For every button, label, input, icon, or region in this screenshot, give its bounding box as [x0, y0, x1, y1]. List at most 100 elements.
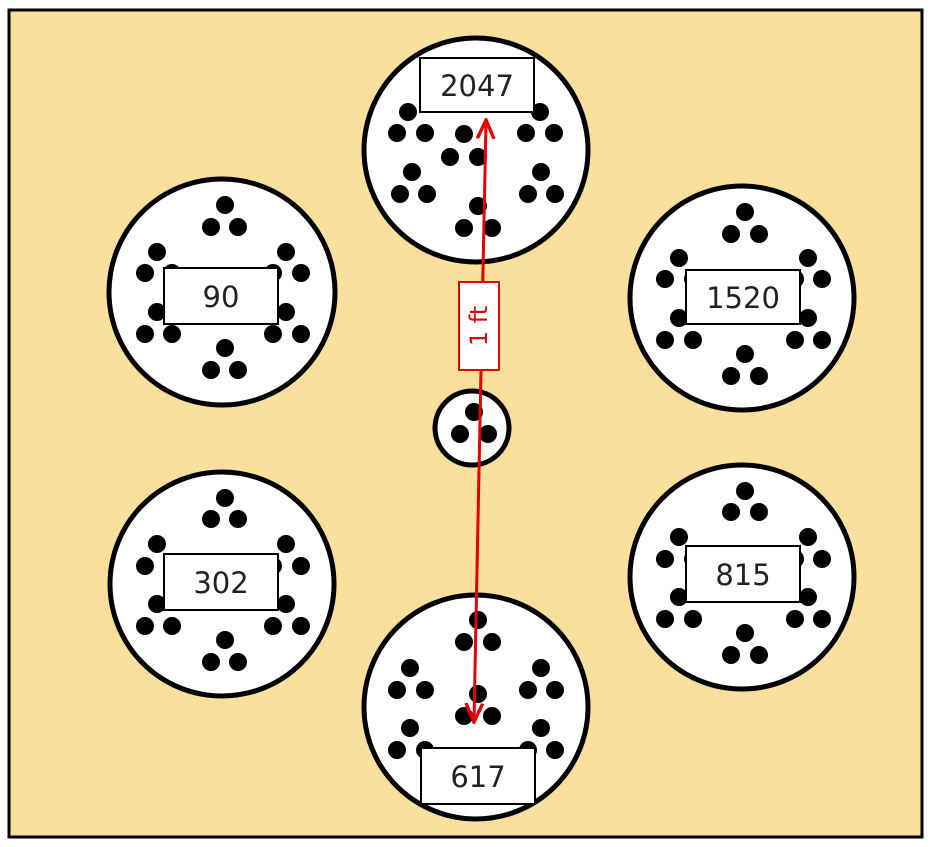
colony-dot	[202, 361, 220, 379]
colony-dots	[136, 196, 310, 379]
colony-dot	[136, 617, 154, 635]
colony-dot	[670, 249, 688, 267]
colony-dot	[531, 103, 549, 121]
colony-dot	[391, 185, 409, 203]
colony-dot	[148, 535, 166, 553]
colony-dot	[216, 196, 234, 214]
measurement-label: 1 ft	[465, 306, 493, 346]
colony-dot	[136, 557, 154, 575]
plate-top: 2047	[361, 35, 591, 265]
colony-dot	[656, 270, 674, 288]
colony-dot	[799, 249, 817, 267]
colony-dot	[813, 550, 831, 568]
plate-center	[432, 388, 512, 468]
colony-dot	[684, 331, 702, 349]
colony-dot	[418, 185, 436, 203]
colony-dot	[483, 219, 501, 237]
colony-dot	[451, 425, 469, 443]
colony-dot	[401, 659, 419, 677]
colony-dot	[455, 219, 473, 237]
colony-dot	[656, 331, 674, 349]
colony-dot	[656, 610, 674, 628]
colony-dot	[441, 148, 459, 166]
colony-dot	[229, 218, 247, 236]
colony-dot	[750, 225, 768, 243]
colony-dot	[202, 653, 220, 671]
colony-dot	[519, 185, 537, 203]
colony-dot	[202, 510, 220, 528]
colony-dot	[532, 719, 550, 737]
colony-dot	[799, 528, 817, 546]
colony-dot	[401, 719, 419, 737]
plate-lower-right: 815	[627, 462, 857, 692]
colony-dot	[736, 203, 754, 221]
colony-dot	[483, 633, 501, 651]
colony-dot	[292, 325, 310, 343]
colony-dot	[670, 528, 688, 546]
colony-dot	[656, 550, 674, 568]
colony-dot	[216, 339, 234, 357]
colony-dot	[736, 345, 754, 363]
colony-dot	[469, 685, 487, 703]
colony-dot	[670, 588, 688, 606]
colony-dot	[813, 610, 831, 628]
colony-dot	[136, 325, 154, 343]
plate-lower-left: 302	[107, 469, 337, 699]
colony-dots	[388, 103, 564, 237]
arrow-line-icon	[474, 122, 486, 720]
colony-dot	[799, 309, 817, 327]
colony-dot	[750, 646, 768, 664]
colony-dot	[786, 610, 804, 628]
colony-dot	[277, 535, 295, 553]
plate-label-box	[163, 553, 279, 611]
colony-dot	[799, 588, 817, 606]
colony-dot	[813, 331, 831, 349]
colony-dot	[722, 646, 740, 664]
colony-dot	[148, 243, 166, 261]
colony-dot	[292, 557, 310, 575]
colony-dot	[163, 325, 181, 343]
plate-label: 90	[203, 280, 240, 314]
plate-label-box	[163, 267, 279, 325]
colony-dot	[292, 264, 310, 282]
colony-dot	[479, 425, 497, 443]
colony-dot	[229, 510, 247, 528]
plate-label: 1520	[706, 281, 780, 315]
colony-dot	[546, 741, 564, 759]
colony-dot	[670, 309, 688, 327]
colony-dot	[455, 125, 473, 143]
colony-dot	[136, 264, 154, 282]
colony-dot	[684, 610, 702, 628]
colony-dot	[416, 681, 434, 699]
plate-upper-left: 90	[106, 176, 338, 408]
colony-dot	[202, 218, 220, 236]
colony-dot	[399, 103, 417, 121]
colony-dot	[532, 659, 550, 677]
colony-dot	[519, 681, 537, 699]
colony-dot	[750, 367, 768, 385]
colony-dot	[517, 124, 535, 142]
measurement-indicator: 1 ft	[458, 122, 500, 720]
colony-dot	[416, 124, 434, 142]
colony-dot	[403, 163, 421, 181]
colony-dot	[148, 303, 166, 321]
colony-dot	[148, 595, 166, 613]
plate-label: 2047	[440, 69, 514, 103]
colony-dot	[216, 489, 234, 507]
colony-dot	[483, 707, 501, 725]
plate-label-box	[419, 57, 535, 113]
colony-dot	[722, 225, 740, 243]
colony-dot	[264, 617, 282, 635]
colony-dot	[229, 361, 247, 379]
colony-dot	[277, 595, 295, 613]
colony-dot	[722, 367, 740, 385]
colony-dot	[388, 741, 406, 759]
colony-dot	[229, 653, 247, 671]
colony-dot	[216, 631, 234, 649]
colony-dot	[455, 707, 473, 725]
colony-dot	[469, 611, 487, 629]
colony-dot	[277, 303, 295, 321]
measurement-label-box	[458, 281, 500, 371]
plate-label-box	[685, 269, 801, 325]
